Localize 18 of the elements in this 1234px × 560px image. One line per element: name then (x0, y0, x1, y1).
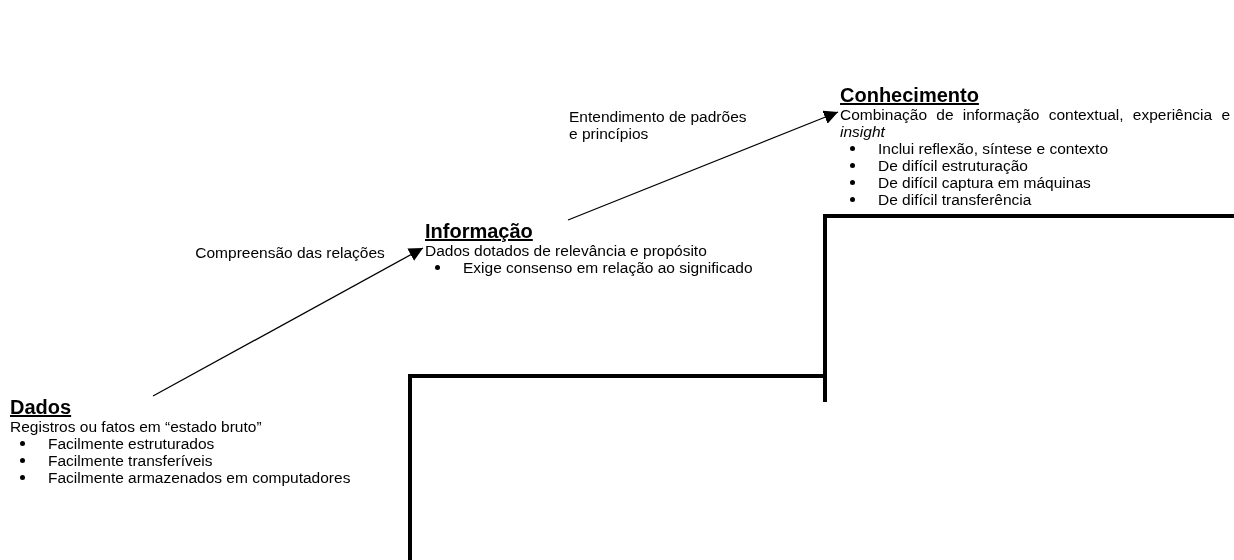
edge-label: Compreensão das relações (195, 244, 386, 261)
bullet-item: Facilmente estruturados (48, 435, 215, 452)
node-description: Combinação de informação contextual, experiência e insight (840, 106, 1230, 140)
bullet-item: De difícil captura em máquinas (878, 174, 1091, 191)
edge-label: Entendimento de padrões e princípios (569, 108, 749, 142)
node-description: Dados dotados de relevância e propósito (425, 242, 708, 259)
bullet-item: Facilmente transferíveis (48, 452, 213, 469)
bullet-item: Facilmente armazenados em computadores (48, 469, 351, 486)
arrow (152, 247, 424, 397)
node-description: Registros ou fatos em “estado bruto” (10, 418, 263, 435)
bullet-item: De difícil transferência (878, 191, 1032, 208)
node-heading: Conhecimento (840, 84, 979, 106)
bullet-item: Inclui reflexão, síntese e contexto (878, 140, 1109, 157)
bullet-item: De difícil estruturação (878, 157, 1028, 174)
node-heading: Dados (10, 396, 72, 418)
node-heading: Informação (425, 220, 533, 242)
bullet-item: Exige consenso em relação ao significado (463, 259, 753, 276)
arrow (567, 110, 839, 221)
